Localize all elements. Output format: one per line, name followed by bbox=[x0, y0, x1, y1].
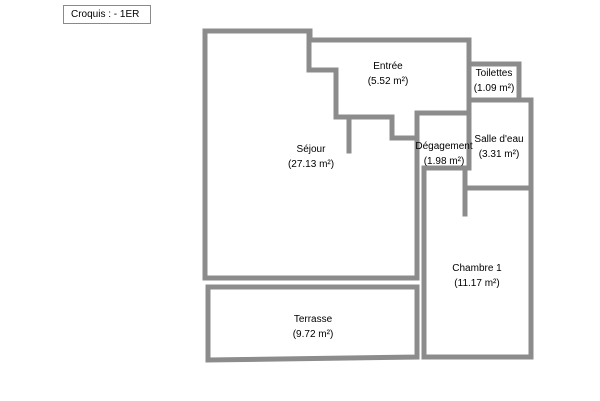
room-name-salle-deau: Salle d'eau bbox=[474, 134, 523, 145]
outer-wall bbox=[202, 28, 472, 141]
room-area-degagement: (1.98 m²) bbox=[424, 156, 465, 167]
room-area-terrasse: (9.72 m²) bbox=[293, 329, 334, 340]
room-area-entree: (5.52 m²) bbox=[368, 76, 409, 87]
room-name-terrasse: Terrasse bbox=[294, 314, 333, 325]
sejour-wall bbox=[202, 28, 420, 281]
sketch-title: Croquis : - 1ER bbox=[63, 5, 151, 24]
room-name-sejour: Séjour bbox=[297, 144, 327, 155]
room-area-sejour: (27.13 m²) bbox=[288, 159, 334, 170]
degagement-wall bbox=[421, 110, 472, 217]
room-name-toilettes: Toilettes bbox=[476, 68, 513, 79]
room-labels: Entrée (5.52 m²) Toilettes (1.09 m²) Séj… bbox=[288, 61, 524, 340]
chambre-wall bbox=[421, 165, 534, 360]
room-area-chambre: (11.17 m²) bbox=[454, 278, 499, 289]
room-area-toilettes: (1.09 m²) bbox=[474, 83, 515, 94]
walls bbox=[202, 28, 534, 363]
terrasse-wall bbox=[205, 284, 420, 363]
room-name-degagement: Dégagement bbox=[415, 141, 472, 152]
room-area-salle-deau: (3.31 m²) bbox=[479, 149, 520, 160]
room-name-chambre: Chambre 1 bbox=[452, 263, 502, 274]
room-name-entree: Entrée bbox=[373, 61, 403, 72]
salle-deau-wall bbox=[462, 97, 534, 191]
